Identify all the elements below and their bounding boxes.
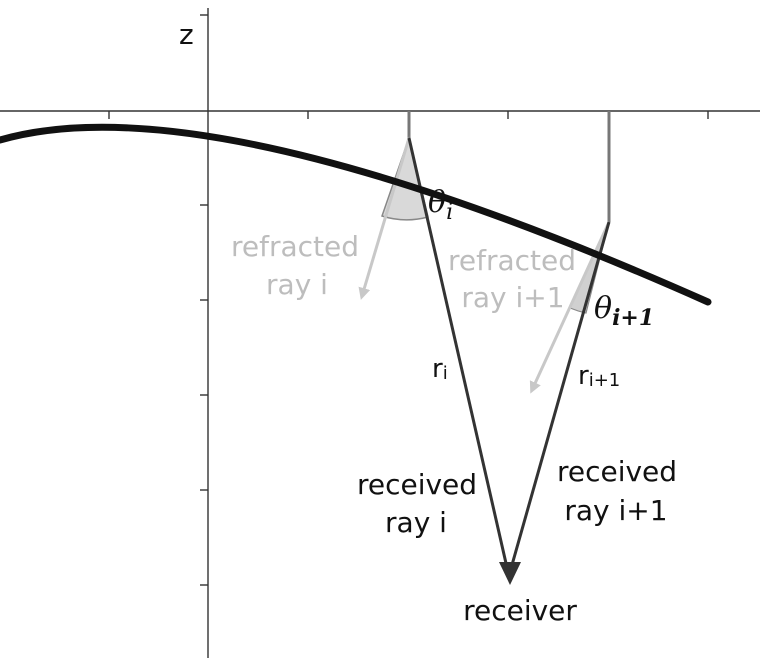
refracted-ray-i1-label-line1: refracted [448,244,576,277]
refracted-ray-i-label-line1: refracted [231,230,359,263]
range-label-i: ri [432,354,448,384]
range-label-i1: ri+1 [578,361,620,391]
axis-ticks [108,14,709,586]
receiver-arrowhead [499,562,521,585]
received-ray-i1 [508,221,611,573]
received-ray-i1-label-line1: received [557,455,677,488]
angle-label-i: θi [428,185,453,225]
refracted-ray-i [358,137,411,300]
z-axis-label: z [179,18,194,51]
surface-curve [0,123,712,306]
received-ray-i-label-line2: ray i [385,506,447,539]
refracted-ray-i-label-line2: ray i [266,268,328,301]
refracted-ray-i1 [529,221,611,394]
angle-label-i1: θi+1 [594,291,654,331]
refracted-ray-i1-label-line2: ray i+1 [461,281,564,314]
receiver-label: receiver [463,594,577,627]
received-ray-i [407,137,510,573]
received-ray-i-label-line1: received [357,468,477,501]
received-ray-i1-label-line2: ray i+1 [564,494,667,527]
